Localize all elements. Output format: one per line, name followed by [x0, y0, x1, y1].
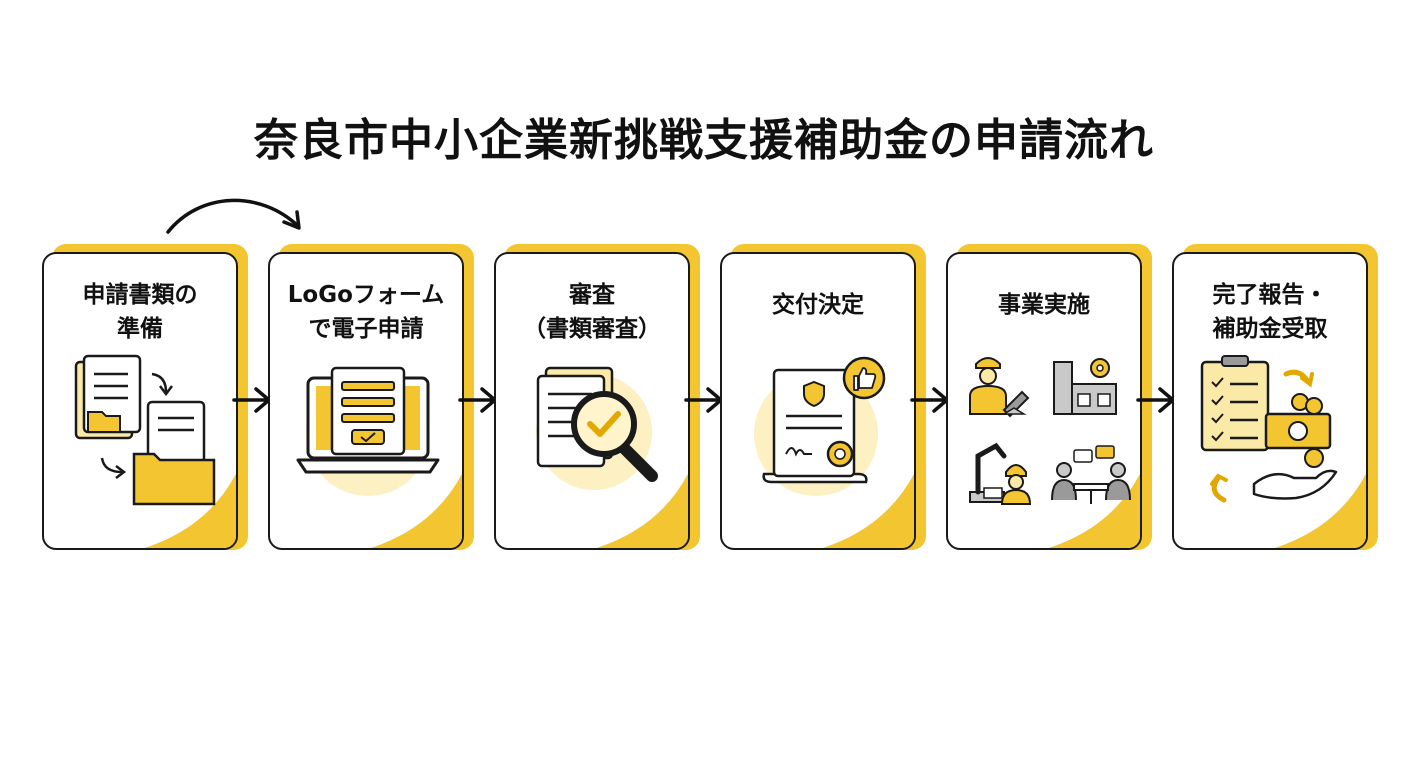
step-label-5: 事業実施	[998, 292, 1090, 318]
step-card-6: 完了報告・ 補助金受取	[1172, 244, 1380, 554]
page-title: 奈良市中小企業新挑戦支援補助金の申請流れ	[254, 115, 1154, 166]
laptop-form-icon	[296, 366, 440, 496]
right-arrow-icon	[458, 387, 497, 413]
step-card-2: LoGoフォーム で電子申請	[268, 244, 476, 554]
business-activities-icon	[969, 357, 1131, 505]
step-label-3: 審査 （書類審査）	[523, 282, 661, 342]
step-label-1: 申請書類の 準備	[82, 282, 198, 342]
step-label-2: LoGoフォーム で電子申請	[287, 282, 445, 342]
step-label-6: 完了報告・ 補助金受取	[1212, 282, 1328, 342]
right-arrow-icon	[910, 387, 949, 413]
right-arrow-icon	[684, 387, 723, 413]
magnifier-check-icon	[536, 366, 658, 490]
certificate-thumbs-up-icon	[754, 356, 886, 496]
checklist-money-icon	[1200, 355, 1338, 503]
documents-folder-icon	[74, 354, 216, 506]
right-arrow-icon	[232, 387, 271, 413]
step-card-5: 事業実施	[946, 244, 1154, 554]
step-card-3: 審査 （書類審査）	[494, 244, 702, 554]
step-card-4: 交付決定	[720, 244, 928, 554]
right-arrow-icon	[1136, 387, 1175, 413]
step-card-1: 申請書類の 準備	[42, 244, 250, 554]
curved-arrow-icon	[166, 198, 301, 234]
step-label-4: 交付決定	[772, 292, 864, 318]
